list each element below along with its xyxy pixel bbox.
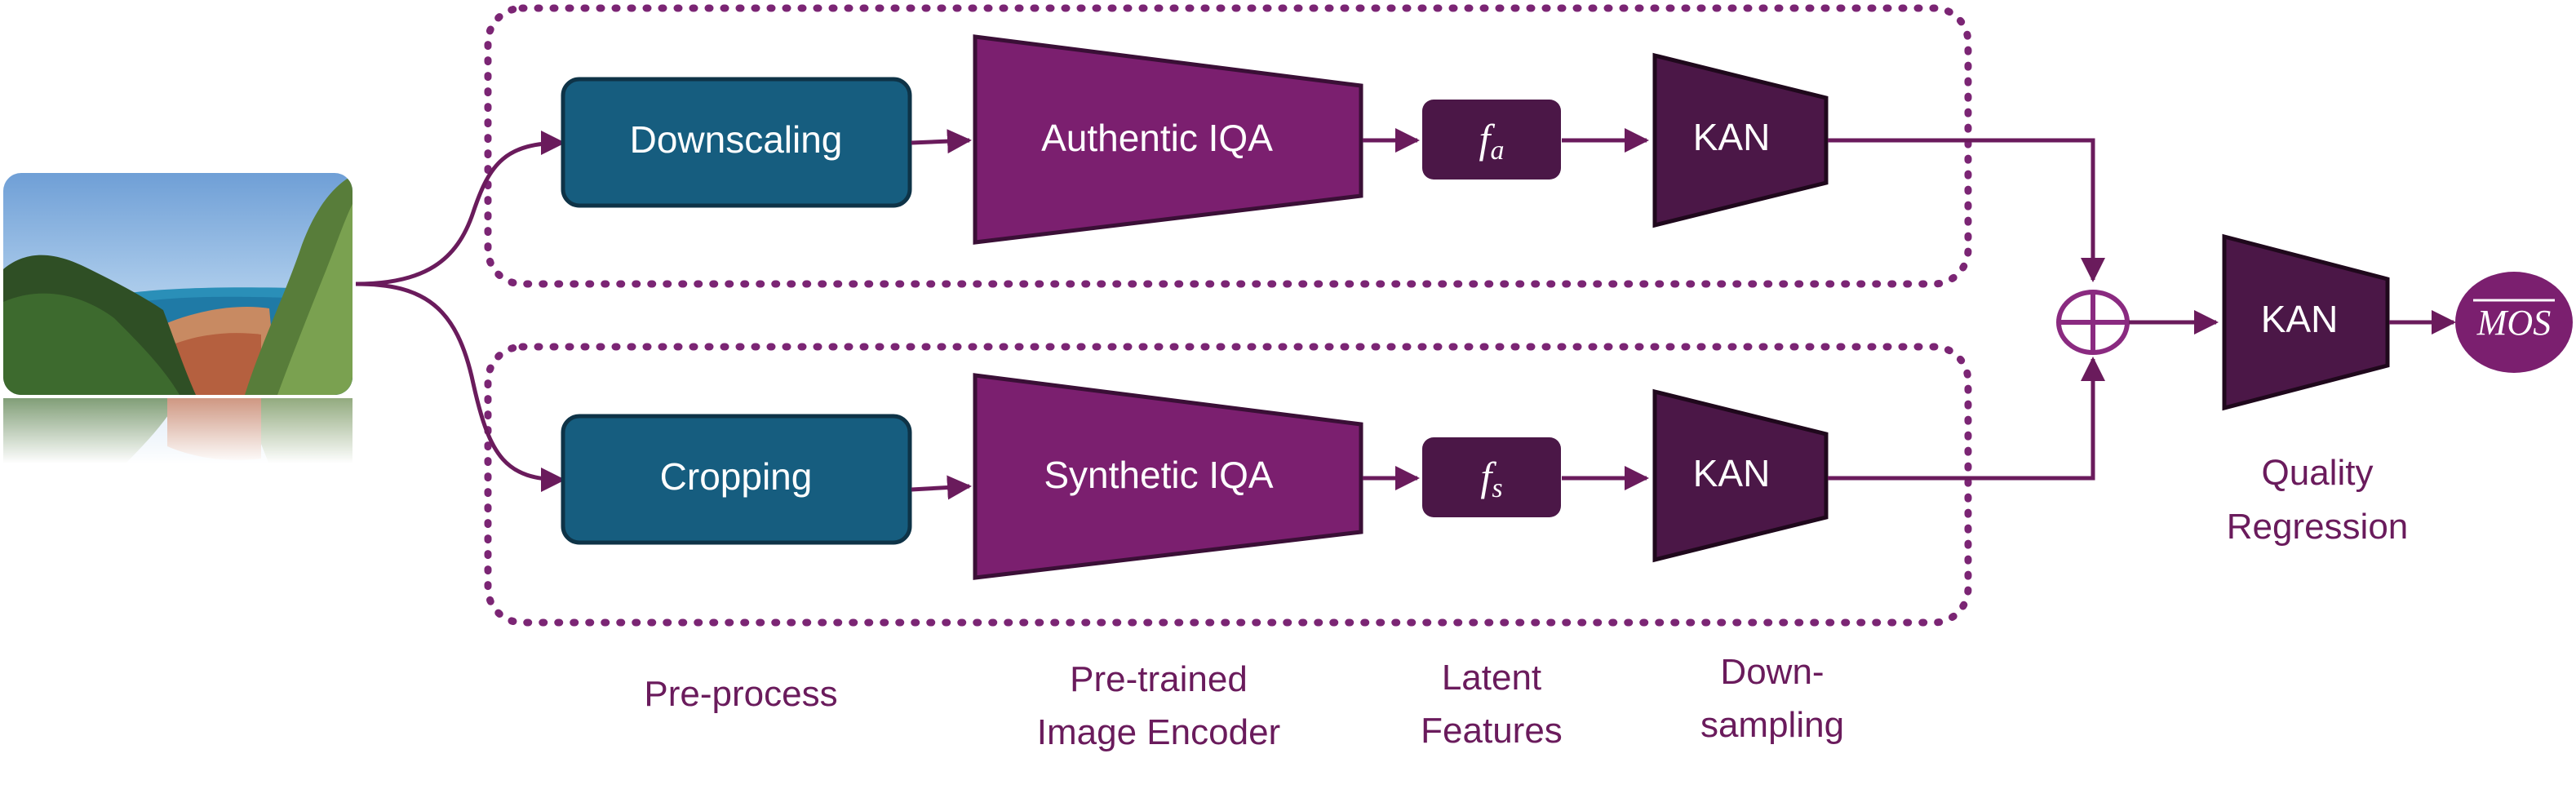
mos-output-label: MOS	[2476, 303, 2551, 343]
bottom-kan-label: KAN	[1693, 452, 1771, 494]
bottom-branch-group	[484, 343, 1972, 627]
fork-arrow-bottom	[355, 281, 565, 492]
circled-plus-icon	[2056, 290, 2130, 355]
top-branch-group	[484, 4, 1972, 288]
arrow-top-kan-to-fusion	[1828, 138, 2105, 282]
caption-down-line1: Down-	[1720, 652, 1824, 692]
caption-encoder-line1: Pre-trained	[1070, 659, 1248, 699]
feature-fa-box	[1422, 100, 1561, 180]
regression-kan-label: KAN	[2261, 298, 2339, 340]
feature-fs-box	[1422, 437, 1561, 517]
downscaling-box	[561, 77, 912, 208]
synthetic-encoder-label: Synthetic IQA	[1044, 454, 1274, 496]
regression-kan-trapezoid	[2222, 233, 2390, 411]
caption-down-line2: sampling	[1700, 705, 1844, 745]
bottom-kan-trapezoid	[1652, 388, 1829, 563]
input-image	[3, 173, 352, 463]
authentic-encoder-trapezoid	[973, 34, 1363, 245]
arrow-downscaling-to-encoder	[911, 129, 972, 154]
photo-reflection	[3, 398, 352, 463]
caption-encoder-line2: Image Encoder	[1037, 712, 1280, 752]
cropping-box	[561, 414, 912, 545]
caption-latent-line1: Latent	[1442, 658, 1541, 698]
arrow-cropping-to-encoder	[911, 475, 972, 500]
caption-quality-line2: Regression	[2227, 507, 2409, 547]
caption-latent-line2: Features	[1421, 711, 1563, 751]
fork-arrow-top	[355, 131, 565, 286]
cropping-label: Cropping	[660, 455, 813, 498]
caption-quality-line1: Quality	[2262, 453, 2374, 493]
synthetic-encoder-trapezoid	[973, 373, 1363, 580]
arrow-bottom-kan-to-fusion	[1828, 357, 2105, 481]
top-kan-label: KAN	[1693, 116, 1771, 158]
authentic-encoder-label: Authentic IQA	[1041, 117, 1273, 159]
top-kan-trapezoid	[1652, 52, 1829, 228]
downscaling-label: Downscaling	[630, 118, 843, 161]
mos-output-node: MOS	[2455, 272, 2573, 373]
coastal-landscape-photo-icon	[3, 173, 352, 395]
caption-preprocess: Pre-process	[644, 674, 837, 714]
